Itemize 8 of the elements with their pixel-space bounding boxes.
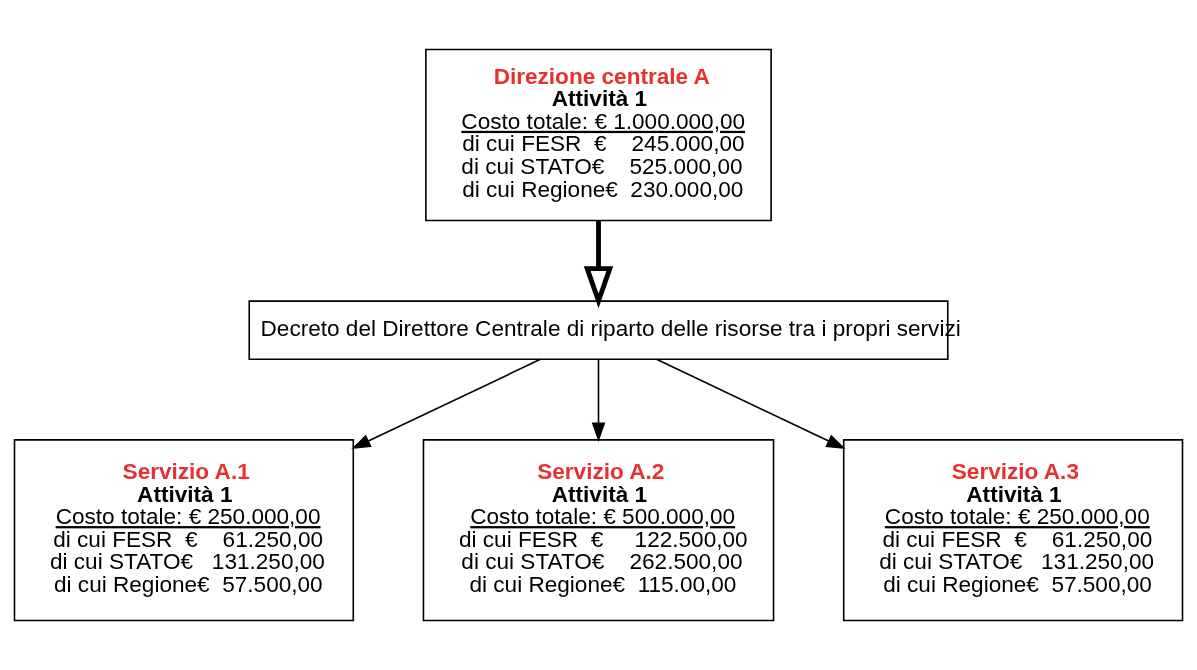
arrow — [591, 358, 606, 442]
arrow — [351, 358, 542, 450]
node-box: Servizio A.2 Attività 1 Costo totale: € 500.000,00 di cui FESR € 122.500,00 di cui STATO€ 262.500,00 di cui Regione€ 115.00,00 — [422, 439, 775, 622]
node-box: Servizio A.3 Attività 1 Costo totale: € 250.000,00 di cui FESR € 61.250,00 di cui STATO€ 131.250,00 di cui Regione€ 57.500,00 — [842, 439, 1184, 622]
arrow — [583, 220, 614, 309]
node-box: Direzione centrale A Attività 1 Costo totale: € 1.000.000,00 di cui FESR € 245.000,00 di cui STATO€ 525.000,00 di cui Regione€ 230.000,00 — [425, 48, 772, 222]
arrow — [655, 358, 846, 450]
node-box: Servizio A.1 Attività 1 Costo totale: € 250.000,00 di cui FESR € 61.250,00 di cui STATO€ 131.250,00 di cui Regione€ 57.500,00 — [13, 439, 355, 622]
